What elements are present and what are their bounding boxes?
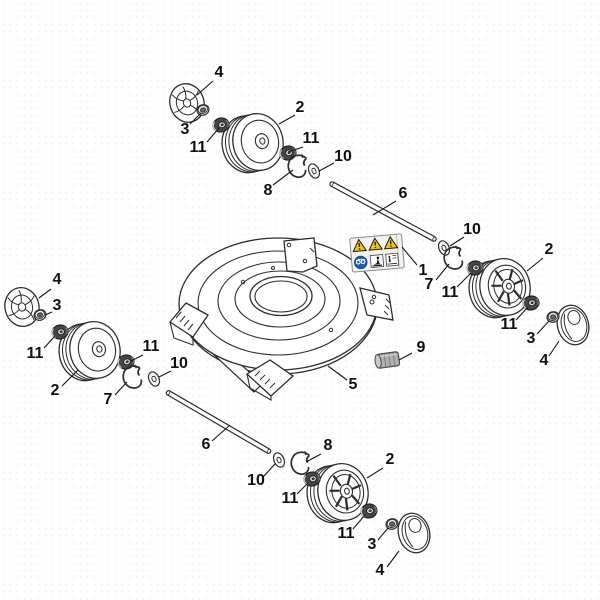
callout-11[interactable]: 11 xyxy=(338,525,355,542)
callout-4[interactable]: 4 xyxy=(540,352,549,369)
axle-lower xyxy=(164,389,273,455)
bystander-distance-icon xyxy=(385,252,400,267)
callout-2[interactable]: 2 xyxy=(386,451,395,468)
callout-leader-line xyxy=(38,288,52,299)
callout-11[interactable]: 11 xyxy=(27,345,44,362)
warning-triangle-icon xyxy=(352,238,368,253)
callout-leader-line xyxy=(61,369,79,387)
callout-11[interactable]: 11 xyxy=(190,139,207,156)
callout-leader-line xyxy=(278,114,296,125)
callout-4[interactable]: 4 xyxy=(215,64,224,81)
hubcap-top xyxy=(164,78,210,128)
callout-leader-line xyxy=(43,335,56,349)
warning-decal xyxy=(349,233,405,273)
callout-4[interactable]: 4 xyxy=(53,271,62,288)
callout-leader-line xyxy=(456,272,472,288)
callout-leader-line xyxy=(189,112,202,125)
hubcap-left xyxy=(0,283,44,331)
callout-1[interactable]: 1 xyxy=(419,262,428,279)
callout-leader-line xyxy=(377,527,389,541)
callout-3[interactable]: 3 xyxy=(181,121,190,138)
callout-10[interactable]: 10 xyxy=(170,355,188,372)
callout-leader-line xyxy=(130,354,144,362)
callout-leader-line xyxy=(435,263,450,281)
deck-housing xyxy=(169,237,394,401)
callout-leader-line xyxy=(262,463,276,478)
callout-leader-line xyxy=(211,424,231,442)
callout-leader-line xyxy=(548,340,560,357)
clip-right xyxy=(443,245,464,270)
washer-left xyxy=(145,369,163,389)
callout-6[interactable]: 6 xyxy=(399,185,408,202)
callout-leader-line xyxy=(114,381,128,396)
callout-6[interactable]: 6 xyxy=(202,436,211,453)
clip-bottom xyxy=(288,448,313,477)
callout-5[interactable]: 5 xyxy=(349,376,358,393)
callout-10[interactable]: 10 xyxy=(334,148,352,165)
callout-leader-line xyxy=(386,550,400,568)
callout-11[interactable]: 11 xyxy=(282,490,299,507)
callout-7[interactable]: 7 xyxy=(104,391,113,408)
callout-3[interactable]: 3 xyxy=(527,330,536,347)
warning-triangle-icon xyxy=(368,237,384,251)
callout-4[interactable]: 4 xyxy=(376,562,385,579)
mower-operation-icon xyxy=(369,254,385,268)
callout-leader-line xyxy=(296,482,309,495)
callout-2[interactable]: 2 xyxy=(51,382,60,399)
warning-triangle-icon xyxy=(383,235,399,250)
callout-2[interactable]: 2 xyxy=(296,99,305,116)
callout-leader-line xyxy=(305,453,322,463)
callout-leader-line xyxy=(318,162,335,172)
callout-3[interactable]: 3 xyxy=(368,536,377,553)
clip-left xyxy=(122,364,143,389)
hubcap-bottom xyxy=(392,508,436,558)
wheel-top xyxy=(216,108,290,179)
axle-upper xyxy=(328,180,438,243)
callout-8[interactable]: 8 xyxy=(264,182,273,199)
spacer-cylinder xyxy=(374,351,401,369)
callout-10[interactable]: 10 xyxy=(247,472,265,489)
callout-8[interactable]: 8 xyxy=(324,437,333,454)
rear-bracket xyxy=(283,237,318,273)
left-bracket xyxy=(169,302,209,346)
callout-leader-line xyxy=(352,514,366,530)
callout-leader-line xyxy=(398,352,413,361)
callout-10[interactable]: 10 xyxy=(463,221,481,238)
eye-protection-icon xyxy=(354,255,368,270)
right-bracket xyxy=(359,287,394,321)
callout-leader-line xyxy=(206,127,220,143)
callout-leader-line xyxy=(366,467,384,479)
callout-leader-line xyxy=(272,169,294,186)
callout-leader-line xyxy=(196,80,214,96)
callout-leader-line xyxy=(44,311,53,316)
callout-11[interactable]: 11 xyxy=(442,284,459,301)
callout-leader-line xyxy=(515,306,529,321)
callout-11[interactable]: 11 xyxy=(303,130,320,147)
callout-11[interactable]: 11 xyxy=(143,338,160,355)
callout-leader-line xyxy=(526,257,544,272)
callout-7[interactable]: 7 xyxy=(425,276,434,293)
callout-2[interactable]: 2 xyxy=(545,241,554,258)
callout-leader-line xyxy=(158,370,172,378)
callout-3[interactable]: 3 xyxy=(53,297,62,314)
bottom-bracket xyxy=(245,359,295,401)
callout-9[interactable]: 9 xyxy=(417,339,426,356)
callout-leader-line xyxy=(401,246,418,266)
callout-leader-line xyxy=(372,200,397,216)
callout-leader-line xyxy=(287,146,304,153)
callout-leader-line xyxy=(449,236,465,247)
callout-11[interactable]: 11 xyxy=(501,316,518,333)
callout-leader-line xyxy=(536,320,550,335)
callout-leader-line xyxy=(327,365,348,381)
